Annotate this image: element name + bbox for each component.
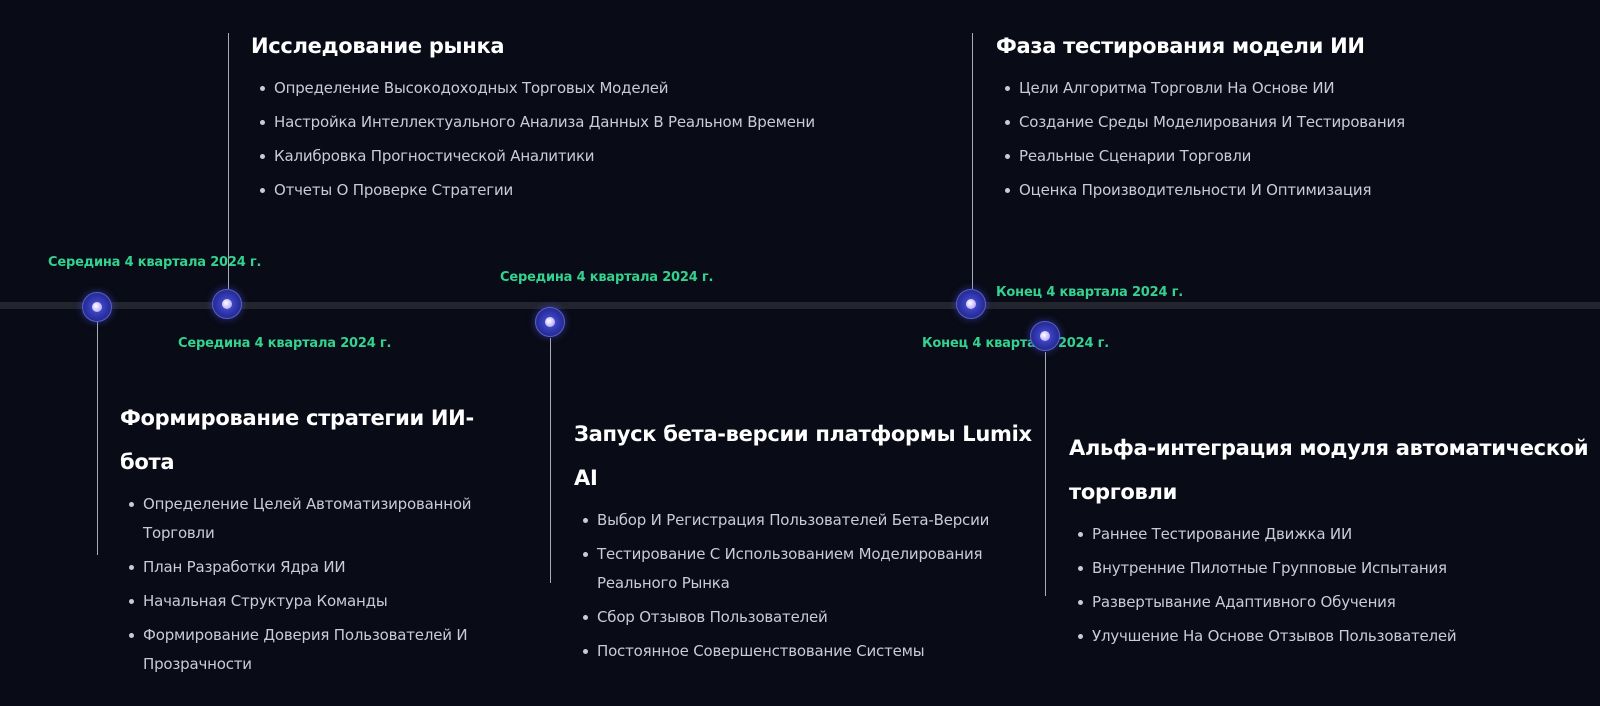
milestone-bullet: Тестирование С Использованием Моделирова…: [574, 540, 1034, 598]
milestone-bullet: Раннее Тестирование Движка ИИ: [1069, 520, 1589, 549]
milestone-date: Середина 4 квартала 2024 г.: [178, 336, 392, 351]
milestone-bullet-list: Раннее Тестирование Движка ИИ Внутренние…: [1069, 520, 1589, 651]
milestone-bullet: Создание Среды Моделирования И Тестирова…: [996, 108, 1556, 137]
milestone-bullet: Калибровка Прогностической Аналитики: [251, 142, 851, 171]
milestone-title: Запуск бета-версии платформы Lumix AI: [574, 422, 1032, 490]
milestone-bullet-list: Выбор И Регистрация Пользователей Бета-В…: [574, 506, 1034, 666]
timeline-axis: [0, 302, 1600, 309]
milestone-bullet: Определение Целей Автоматизированной Тор…: [120, 490, 490, 548]
milestone-title: Формирование стратегии ИИ-бота: [120, 406, 474, 474]
timeline-node: [1030, 321, 1060, 351]
milestone-bullet: Настройка Интеллектуального Анализа Данн…: [251, 108, 851, 137]
milestone-card: Фаза тестирования модели ИИ Цели Алгорит…: [996, 24, 1556, 210]
timeline-connector: [1045, 352, 1046, 596]
milestone-title: Фаза тестирования модели ИИ: [996, 34, 1365, 58]
timeline-connector: [97, 322, 98, 555]
milestone-title: Исследование рынка: [251, 34, 505, 58]
milestone-title: Альфа-интеграция модуля автоматической т…: [1069, 436, 1589, 504]
timeline-connector: [972, 33, 973, 289]
milestone-date: Середина 4 квартала 2024 г.: [48, 255, 262, 270]
milestone-bullet: Внутренние Пилотные Групповые Испытания: [1069, 554, 1589, 583]
milestone-card: Запуск бета-версии платформы Lumix AI Вы…: [574, 412, 1034, 671]
milestone-bullet: Определение Высокодоходных Торговых Моде…: [251, 74, 851, 103]
timeline-node: [212, 289, 242, 319]
milestone-bullet: Цели Алгоритма Торговли На Основе ИИ: [996, 74, 1556, 103]
milestone-date: Конец 4 квартала 2024 г.: [922, 336, 1109, 351]
milestone-date: Конец 4 квартала 2024 г.: [996, 285, 1183, 300]
timeline-node: [956, 289, 986, 319]
milestone-bullet-list: Цели Алгоритма Торговли На Основе ИИ Соз…: [996, 74, 1556, 205]
timeline-connector: [550, 338, 551, 583]
milestone-bullet: Выбор И Регистрация Пользователей Бета-В…: [574, 506, 1034, 535]
milestone-card: Формирование стратегии ИИ-бота Определен…: [120, 396, 490, 684]
milestone-card: Альфа-интеграция модуля автоматической т…: [1069, 426, 1589, 656]
milestone-date: Середина 4 квартала 2024 г.: [500, 270, 714, 285]
milestone-bullet: Оценка Производительности И Оптимизация: [996, 176, 1556, 205]
milestone-bullet-list: Определение Целей Автоматизированной Тор…: [120, 490, 490, 679]
milestone-bullet: План Разработки Ядра ИИ: [120, 553, 490, 582]
milestone-bullet: Постоянное Совершенствование Системы: [574, 637, 1034, 666]
timeline-connector: [228, 33, 229, 289]
timeline-node: [535, 307, 565, 337]
milestone-card: Исследование рынка Определение Высокодох…: [251, 24, 851, 210]
milestone-bullet: Сбор Отзывов Пользователей: [574, 603, 1034, 632]
milestone-bullet: Формирование Доверия Пользователей И Про…: [120, 621, 490, 679]
milestone-bullet: Улучшение На Основе Отзывов Пользователе…: [1069, 622, 1589, 651]
milestone-bullet-list: Определение Высокодоходных Торговых Моде…: [251, 74, 851, 205]
milestone-bullet: Развертывание Адаптивного Обучения: [1069, 588, 1589, 617]
timeline-node: [82, 292, 112, 322]
milestone-bullet: Начальная Структура Команды: [120, 587, 490, 616]
milestone-bullet: Отчеты О Проверке Стратегии: [251, 176, 851, 205]
milestone-bullet: Реальные Сценарии Торговли: [996, 142, 1556, 171]
